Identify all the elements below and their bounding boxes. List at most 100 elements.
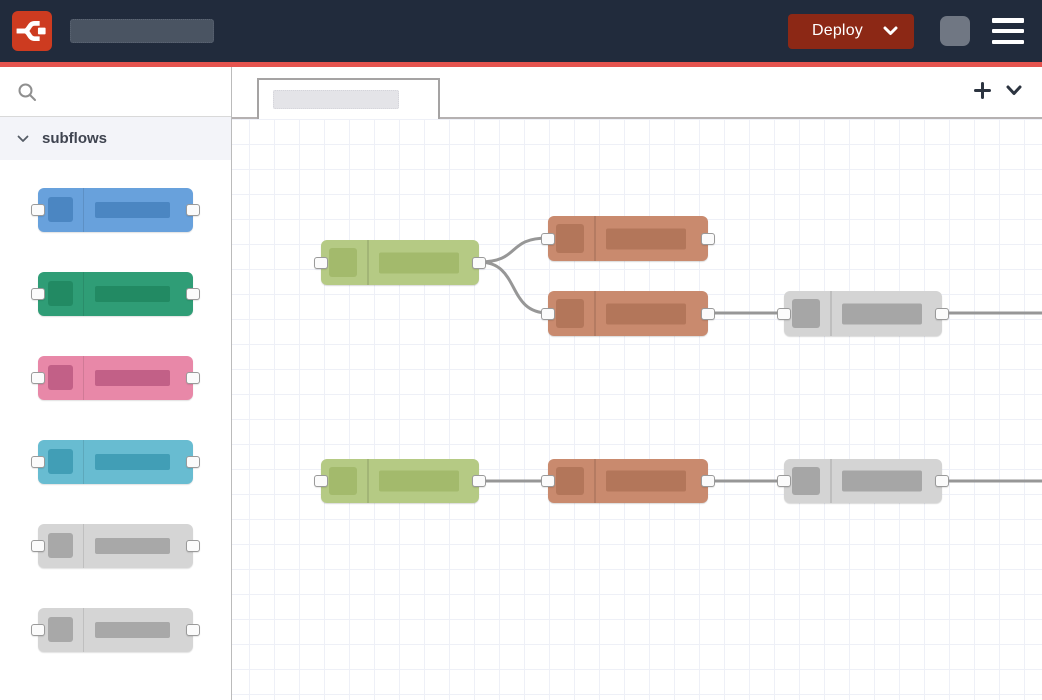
node-type-icon bbox=[48, 365, 73, 390]
node-icon-separator bbox=[594, 291, 596, 336]
node-icon-separator bbox=[83, 524, 84, 568]
wire-green-1-to-orange-1[interactable] bbox=[477, 236, 550, 264]
node-label-placeholder bbox=[606, 303, 686, 324]
node-type-icon bbox=[792, 299, 820, 328]
palette-category-label: subflows bbox=[42, 130, 108, 147]
flow-tab-active[interactable] bbox=[257, 78, 440, 119]
node-input-port[interactable] bbox=[541, 307, 555, 320]
node-label-placeholder bbox=[95, 286, 170, 302]
node-type-icon bbox=[556, 467, 584, 495]
node-output-port[interactable] bbox=[186, 288, 200, 300]
node-label-placeholder bbox=[95, 370, 170, 386]
flow-tab-bar bbox=[232, 67, 1042, 119]
chevron-down-icon bbox=[17, 135, 29, 142]
node-type-icon bbox=[48, 281, 73, 306]
node-input-port[interactable] bbox=[31, 540, 45, 552]
node-output-port[interactable] bbox=[935, 475, 949, 487]
palette-node-body bbox=[38, 188, 193, 232]
flow-list-button[interactable] bbox=[1006, 85, 1022, 96]
node-input-port[interactable] bbox=[777, 307, 791, 320]
node-red-logo-icon bbox=[12, 11, 52, 51]
flow-node-green-1[interactable] bbox=[314, 240, 486, 285]
palette-node-subflow-cyan[interactable] bbox=[0, 440, 231, 484]
header: Deploy bbox=[0, 0, 1042, 62]
node-output-port[interactable] bbox=[472, 475, 486, 487]
palette-node-subflow-gray-1[interactable] bbox=[0, 524, 231, 568]
node-output-port[interactable] bbox=[186, 540, 200, 552]
window-title-placeholder bbox=[70, 19, 214, 43]
chevron-down-icon bbox=[1006, 85, 1022, 95]
chevron-down-icon bbox=[883, 26, 898, 35]
add-flow-button[interactable] bbox=[974, 82, 991, 99]
flow-canvas[interactable] bbox=[232, 119, 1042, 700]
node-input-port[interactable] bbox=[31, 624, 45, 636]
palette-node-body bbox=[38, 356, 193, 400]
wire-green-1-to-orange-2[interactable] bbox=[477, 260, 550, 315]
node-icon-separator bbox=[83, 188, 84, 232]
flow-node-orange-2[interactable] bbox=[541, 291, 715, 336]
node-output-port[interactable] bbox=[186, 204, 200, 216]
node-label-placeholder bbox=[95, 538, 170, 554]
node-input-port[interactable] bbox=[541, 232, 555, 245]
node-icon-separator bbox=[594, 459, 596, 503]
flow-node-orange-1[interactable] bbox=[541, 216, 715, 261]
node-input-port[interactable] bbox=[777, 475, 791, 487]
node-output-port[interactable] bbox=[935, 307, 949, 320]
plus-icon bbox=[974, 82, 991, 99]
palette-category-subflows[interactable]: subflows bbox=[0, 117, 231, 160]
node-output-port[interactable] bbox=[186, 456, 200, 468]
node-output-port[interactable] bbox=[701, 232, 715, 245]
palette-node-body bbox=[38, 272, 193, 316]
palette-node-subflow-gray-2[interactable] bbox=[0, 608, 231, 652]
palette-node-subflow-green[interactable] bbox=[0, 272, 231, 316]
node-label-placeholder bbox=[95, 454, 170, 470]
palette-node-body bbox=[38, 440, 193, 484]
node-type-icon bbox=[329, 467, 357, 495]
node-type-icon bbox=[48, 449, 73, 474]
header-accent-line bbox=[0, 62, 1042, 67]
node-input-port[interactable] bbox=[31, 372, 45, 384]
node-icon-separator bbox=[830, 291, 832, 336]
palette-node-subflow-pink[interactable] bbox=[0, 356, 231, 400]
node-label-placeholder bbox=[379, 252, 459, 273]
node-input-port[interactable] bbox=[31, 456, 45, 468]
workspace bbox=[232, 67, 1042, 700]
node-type-icon bbox=[556, 224, 584, 253]
node-icon-separator bbox=[83, 272, 84, 316]
tab-actions bbox=[974, 82, 1022, 99]
palette-node-list bbox=[0, 160, 231, 692]
wires-layer bbox=[477, 236, 1042, 483]
flow-node-gray-1[interactable] bbox=[777, 291, 949, 336]
palette-search[interactable] bbox=[0, 67, 231, 117]
node-icon-separator bbox=[83, 608, 84, 652]
flow-node-green-2[interactable] bbox=[314, 459, 486, 503]
node-output-port[interactable] bbox=[701, 475, 715, 487]
flow-node-orange-3[interactable] bbox=[541, 459, 715, 503]
deploy-button[interactable]: Deploy bbox=[787, 13, 914, 49]
node-output-port[interactable] bbox=[701, 307, 715, 320]
palette-sidebar: subflows bbox=[0, 67, 232, 700]
palette-node-subflow-blue[interactable] bbox=[0, 188, 231, 232]
node-output-port[interactable] bbox=[472, 256, 486, 269]
flow-node-gray-2[interactable] bbox=[777, 459, 949, 503]
node-output-port[interactable] bbox=[186, 372, 200, 384]
node-input-port[interactable] bbox=[314, 256, 328, 269]
node-input-port[interactable] bbox=[31, 288, 45, 300]
node-input-port[interactable] bbox=[541, 475, 555, 487]
user-avatar[interactable] bbox=[940, 16, 970, 46]
node-type-icon bbox=[48, 617, 73, 642]
palette-node-body bbox=[38, 608, 193, 652]
node-icon-separator bbox=[830, 459, 832, 503]
hamburger-menu-icon[interactable] bbox=[992, 18, 1024, 44]
node-input-port[interactable] bbox=[314, 475, 328, 487]
node-icon-separator bbox=[367, 240, 369, 285]
node-type-icon bbox=[792, 467, 820, 495]
node-label-placeholder bbox=[842, 303, 922, 324]
node-output-port[interactable] bbox=[186, 624, 200, 636]
node-icon-separator bbox=[594, 216, 596, 261]
node-icon-separator bbox=[83, 440, 84, 484]
node-icon-separator bbox=[83, 356, 84, 400]
node-input-port[interactable] bbox=[31, 204, 45, 216]
node-type-icon bbox=[48, 533, 73, 558]
